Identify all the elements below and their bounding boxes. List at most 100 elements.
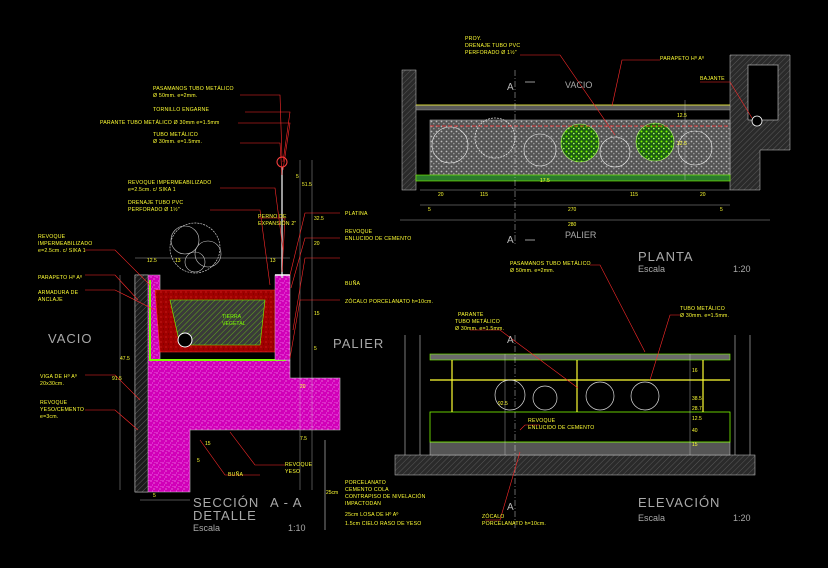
dim-7: 20 [314,241,320,247]
plan-plants [431,117,713,168]
note-tierra-1: TIERRA [222,314,242,320]
plan-palier: PALIER [565,230,597,240]
plan-dim-2: 115 [480,192,488,198]
note-pasamanos-1: PASAMANOS TUBO METÁLICO [153,85,234,92]
elev-dim-7: 28.7 [692,406,702,412]
elev-parante-1: PARANTE [458,312,484,318]
shrub-section [169,222,222,274]
elevation-labels: PARANTE TUBO METÁLICO Ø 30mm. e=1.5mm. T… [455,305,751,527]
plan-bajante: BAJANTE [700,76,725,82]
plan-scale-value: 1:20 [733,264,751,274]
plan-pasamanos-2: Ø 50mm. e=2mm. [510,268,554,274]
plan-vacio: VACIO [565,80,592,90]
plan-drenaje-1: PROY. [465,36,481,42]
elev-title: ELEVACIÓN [638,495,720,510]
elev-dim-4: 40 [692,428,698,434]
plan-dim-3: 115 [630,192,638,198]
plan-scale-label: Escala [638,264,665,274]
elev-scale-value: 1:20 [733,513,751,523]
dim-6: 32.5 [314,216,324,222]
note-piso-6: 1.5cm CIELO RASO DE YESO [345,521,422,527]
elev-dim-1: 92.5 [498,401,508,407]
note-drenaje-2: PERFORADO Ø 1½" [128,206,180,213]
note-parapeto: PARAPETO Hº Aº [38,275,82,281]
note-piso-1: PORCELANATO [345,480,386,486]
dim-16: 7.5 [300,436,307,442]
note-bunia2: BUÑA [228,471,244,478]
elev-axis-bottom: A [507,502,514,513]
parapet-wall [274,274,291,361]
handrail-section [276,156,288,168]
note-revoque-imp-2: e=2.5cm. c/ SIKA 1 [128,187,176,193]
plan-pasamanos-1: PASAMANOS TUBO METÁLICO [510,260,591,267]
elev-parante-3: Ø 30mm. e=1.5mm. [455,326,504,332]
dim-13: 15 [205,441,211,447]
section-title-2: DETALLE [193,508,257,523]
dim-2: 13 [175,258,181,264]
note-revoque-imp2-3: e=2.5cm. c/ SIKA 1 [38,248,86,254]
plan-axis-top: A [507,82,514,93]
plan-title: PLANTA [638,249,694,264]
section-title-1: SECCIÓN [193,495,259,510]
note-perno-1: PERNO DE [258,214,287,220]
note-revoque-yeso-2: YESO/CEMENTO [40,407,84,413]
elev-dim-2: 16 [692,368,698,374]
plan-dim-4: 20 [700,192,706,198]
note-viga-1: VIGA DE Hº Aº [40,374,77,380]
note-viga-2: 20x30cm. [40,381,64,387]
elev-axis-top: A [507,335,514,346]
section-labels: PASAMANOS TUBO METÁLICO Ø 50mm. e=2mm. T… [38,85,433,533]
dim-15: 5 [197,458,200,464]
section-detail [85,94,341,530]
note-drenaje-1: DRENAJE TUBO PVC [128,200,183,206]
section-scale-label: Escala [193,523,220,533]
note-bunia: BUÑA [345,280,361,287]
note-perno-2: EXPANSIÓN 2" [258,220,296,227]
note-revoque-yeso-1: REVOQUE [40,400,68,406]
note-piso-5: 25cm LOSA DE Hº Aº [345,512,399,518]
elev-tubo-2: Ø 30mm. e=1.5mm. [680,313,729,319]
note-pasamanos-2: Ø 50mm. e=2mm. [153,93,197,99]
plan-parapeto: PARAPETO Hº Aº [660,56,704,62]
plan-dim-9: 12.5 [677,113,687,119]
note-piso-dim: 25cm [326,490,338,496]
dim-1: 12.5 [147,258,157,264]
dim-14: 5 [153,493,156,499]
dim-10: 20 [300,384,306,390]
note-revoque-yeso-3: e=3cm. [40,414,58,420]
note-piso-4: IMPACTODAN [345,501,381,507]
elev-dim-6: 12.5 [692,416,702,422]
elev-revoque-2: ENLUCIDO DE CEMENTO [528,425,595,431]
note-revoque-yeso2-2: YESO [285,469,300,475]
note-revoque-enl-2: ENLUCIDO DE CEMENTO [345,236,412,242]
dim-3: 13 [270,258,276,264]
dim-9: 5 [314,346,317,352]
note-tubo-1: TUBO METÁLICO [153,131,198,138]
elev-scale-label: Escala [638,513,665,523]
wall-column [134,274,149,493]
elev-tubo-1: TUBO METÁLICO [680,305,725,312]
plan-drenaje-2: DRENAJE TUBO PVC [465,43,520,49]
section-dimensions [119,160,313,501]
plan-dim-1: 20 [438,192,444,198]
elev-dim-3: 38.5 [692,396,702,402]
dim-11: 91.5 [112,376,122,382]
section-vacio: VACIO [48,331,93,346]
plan-dim-6: 270 [568,207,577,213]
note-armadura-2: ANCLAJE [38,297,63,303]
plan-dim-11: 17.5 [540,178,550,184]
section-cut-label: A - A [270,495,302,510]
dim-5: 51.5 [302,182,312,188]
dim-4: 5 [296,174,299,180]
plan-drenaje-3: PERFORADO Ø 1½" [465,49,517,56]
note-tornillo: TORNILLO ENGARNE [153,107,209,113]
note-tierra-2: VEGETAL [222,321,246,327]
elev-dim-5: 15 [692,442,698,448]
note-zocalo: ZÓCALO PORCELANATO h=10cm. [345,298,433,305]
note-revoque-imp2-2: IMPERMEABILIZADO [38,241,93,247]
note-revoque-yeso2-1: REVOQUE [285,462,313,468]
plan-dim-10: 32.5 [677,141,687,147]
elev-parante-2: TUBO METÁLICO [455,318,500,325]
note-platina: PLATINA [345,211,368,217]
